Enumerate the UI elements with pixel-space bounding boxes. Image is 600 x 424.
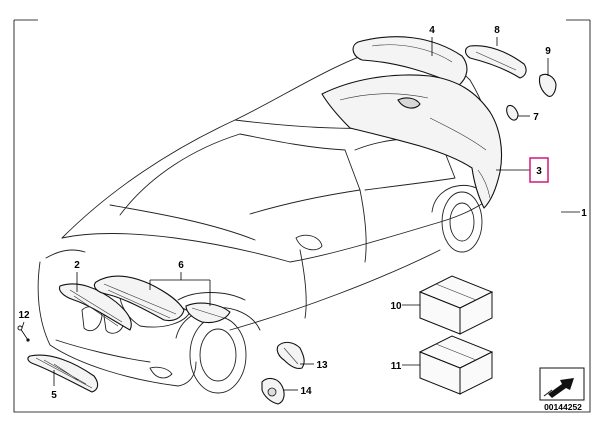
part-air-duct (93, 275, 231, 324)
callout-5: 5 (51, 390, 57, 401)
callout-8: 8 (494, 25, 500, 36)
callout-10: 10 (390, 301, 402, 312)
callout-3: 3 (536, 166, 542, 177)
page-corner-arrow-icon[interactable] (539, 367, 585, 401)
callout-9: 9 (545, 46, 551, 57)
part-lower-grille (27, 354, 99, 393)
part-pin (17, 325, 30, 342)
callout-1: 1 (581, 208, 587, 219)
part-box-10 (418, 275, 494, 335)
part-clip (506, 104, 519, 121)
part-rear-bumper (321, 74, 503, 209)
callout-labels: 1 2 3 4 5 6 7 8 9 10 11 12 13 14 (18, 25, 587, 401)
callout-13: 13 (316, 360, 328, 371)
part-sensor-bracket (261, 377, 285, 405)
part-trim-strip (464, 45, 527, 79)
document-id: 00144252 (544, 402, 582, 412)
callout-6: 6 (178, 260, 184, 271)
diagram-frame (13, 19, 591, 413)
callout-11: 11 (391, 361, 402, 372)
part-box-11 (418, 335, 494, 395)
part-small-cover (538, 73, 557, 97)
callout-4: 4 (429, 25, 435, 36)
callout-3-highlight (529, 157, 549, 183)
callout-7: 7 (533, 112, 539, 123)
leader-lines (21, 37, 580, 391)
callout-2: 2 (74, 260, 80, 271)
callout-12: 12 (18, 310, 30, 321)
callout-14: 14 (300, 386, 312, 397)
part-bracket (276, 341, 305, 370)
